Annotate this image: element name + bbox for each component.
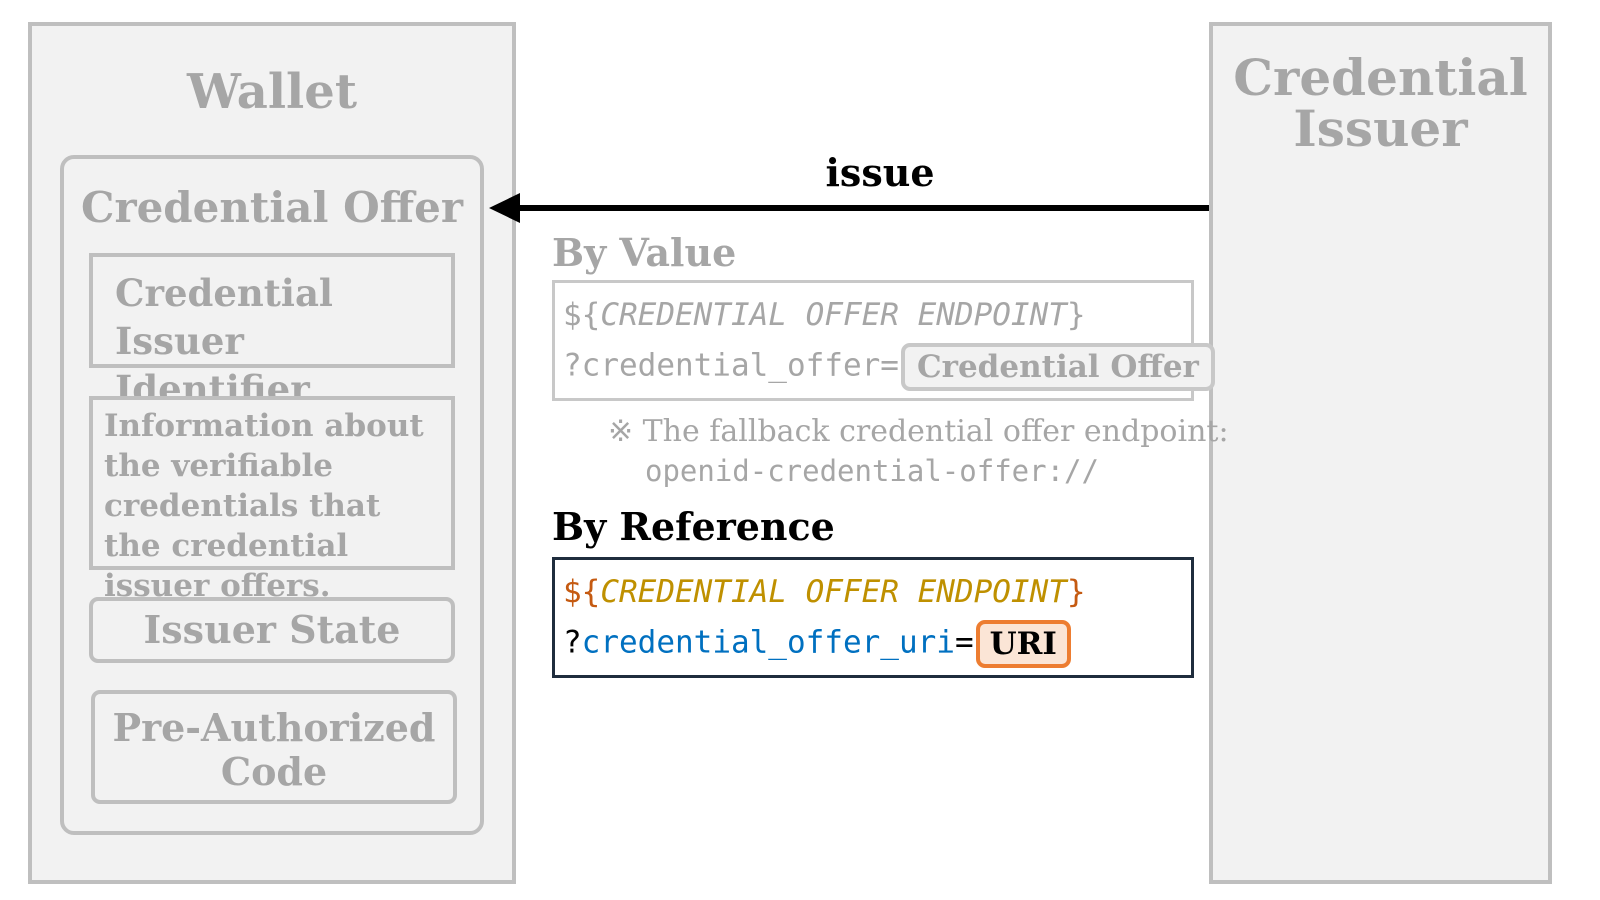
by-reference-param: credential_offer_uri	[581, 624, 955, 661]
by-value-param: ?credential_offer=	[563, 347, 899, 384]
by-reference-brace-open: ${	[563, 574, 601, 610]
by-value-endpoint-name: CREDENTIAL OFFER ENDPOINT	[600, 297, 1067, 333]
by-reference-code-box: ${CREDENTIAL OFFER ENDPOINT} ?credential…	[552, 557, 1194, 678]
by-reference-endpoint-line: ${CREDENTIAL OFFER ENDPOINT}	[563, 574, 1086, 610]
pre-authorized-code-line-2: Code	[220, 749, 328, 794]
by-value-param-line: ?credential_offer=Credential Offer	[563, 343, 1215, 391]
credentials-information-box: Information about the verifiable credent…	[89, 396, 455, 604]
by-reference-equals: =	[954, 624, 974, 661]
credential-issuer-identifier-box: Credential Issuer Identifier	[89, 253, 455, 411]
by-reference-question-mark: ?	[563, 624, 582, 661]
by-value-code-box: ${CREDENTIAL OFFER ENDPOINT} ?credential…	[552, 280, 1215, 401]
pre-authorized-code-box: Pre-Authorized Code	[91, 690, 457, 804]
credential-issuer-panel: Credential Issuer	[1209, 22, 1552, 884]
fallback-endpoint-note: ※ The fallback credential offer endpoint…	[608, 414, 1229, 449]
by-value-label: By Value	[552, 230, 737, 275]
fallback-endpoint-uri: openid-credential-offer://	[645, 454, 1099, 488]
issuer-state-box: Issuer State	[89, 597, 455, 663]
by-value-endpoint-line: ${CREDENTIAL OFFER ENDPOINT}	[563, 297, 1086, 333]
wallet-title: Wallet	[186, 64, 357, 120]
pre-authorized-code-line-1: Pre-Authorized	[112, 705, 436, 750]
issuer-identifier-line-1: Credential Issuer	[115, 271, 333, 363]
by-reference-brace-close: }	[1066, 574, 1086, 610]
by-reference-param-line: ?credential_offer_uri=URI	[563, 620, 1071, 668]
uri-chip: URI	[975, 620, 1071, 668]
credential-issuer-title-line-2: Issuer	[1293, 99, 1468, 158]
credential-offer-chip: Credential Offer	[900, 343, 1215, 391]
credential-offer-title: Credential Offer	[81, 183, 463, 232]
issue-label: issue	[825, 150, 935, 195]
issue-arrow-head	[489, 193, 520, 223]
issuer-state-label: Issuer State	[143, 607, 401, 652]
by-reference-label: By Reference	[552, 504, 835, 549]
by-value-brace-open: ${	[563, 297, 601, 333]
credentials-information-text: Information about the verifiable credent…	[104, 408, 424, 604]
by-value-brace-close: }	[1066, 297, 1086, 333]
by-reference-endpoint-name: CREDENTIAL OFFER ENDPOINT	[600, 574, 1067, 610]
credential-issuer-title-line-1: Credential	[1233, 48, 1528, 107]
credential-issuer-title: Credential Issuer	[1213, 52, 1548, 154]
